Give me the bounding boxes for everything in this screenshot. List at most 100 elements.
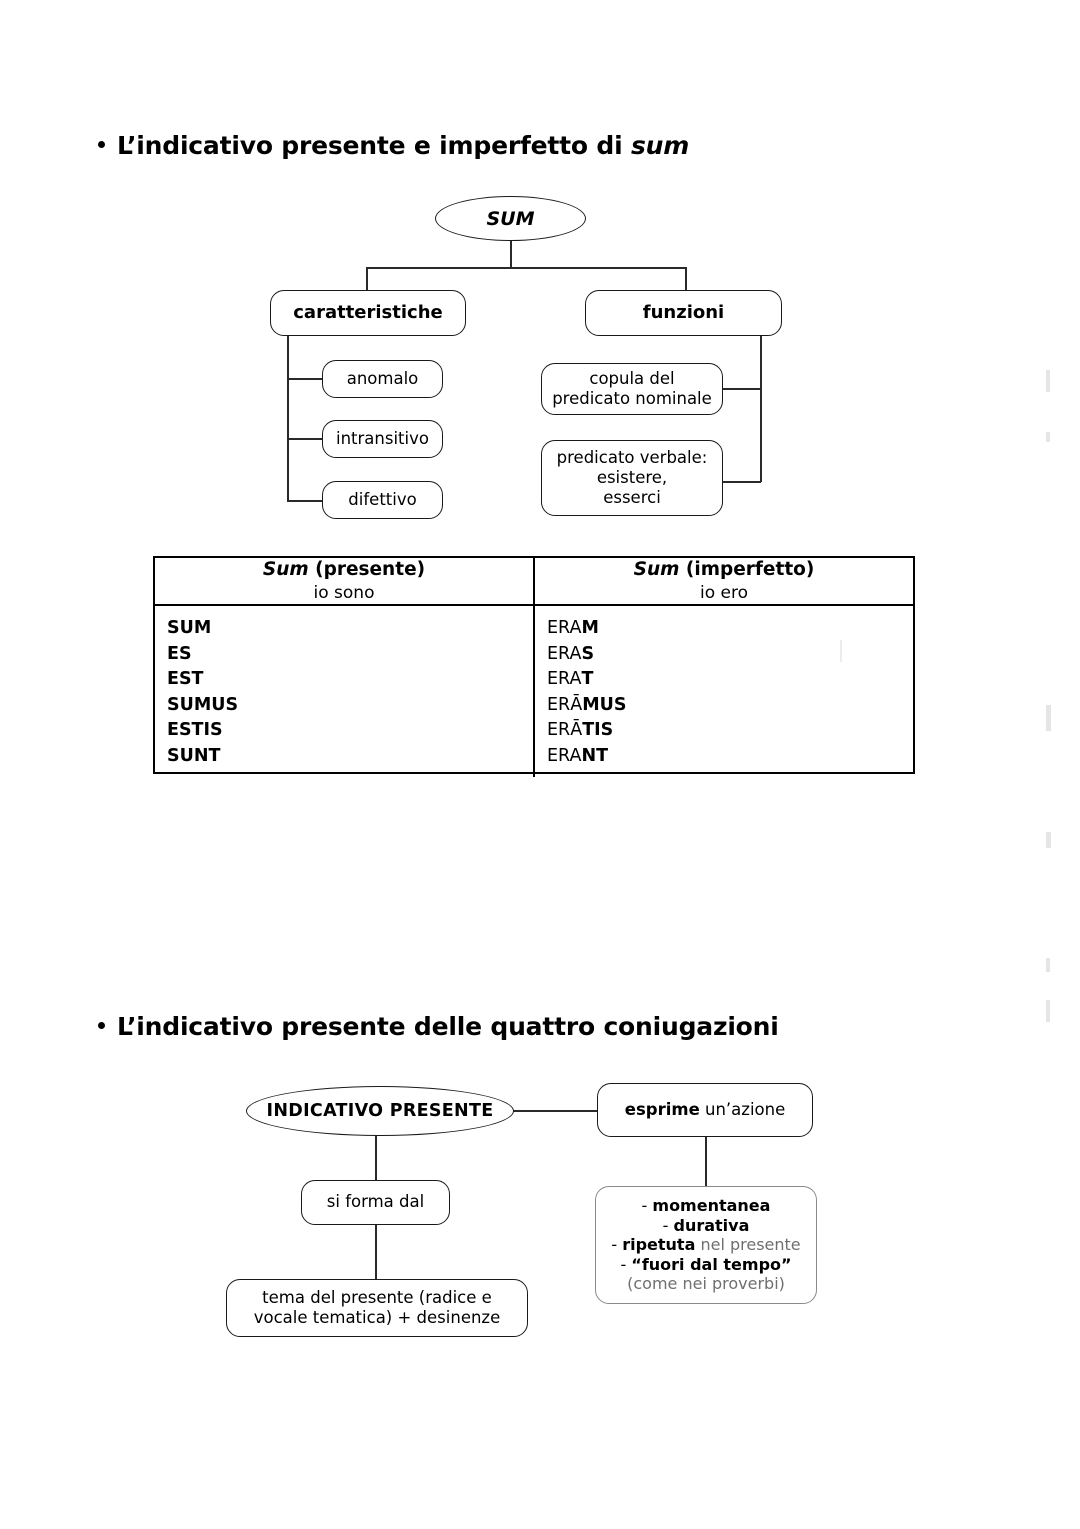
- header-imperfetto-italic: Sum: [633, 559, 680, 580]
- connector-root-to-esprime: [512, 1110, 599, 1112]
- header-presente-main: Sum (presente): [263, 558, 425, 582]
- list-bold: ripetuta: [622, 1235, 696, 1255]
- table-row: SUNT: [167, 744, 533, 770]
- connector-funzioni-trunk: [760, 334, 762, 482]
- connector-esprime-to-list: [705, 1136, 707, 1188]
- section-heading-sum-text: L’indicativo presente e imperfetto di su…: [117, 131, 689, 160]
- list-bold: “fuori dal tempo”: [631, 1254, 792, 1274]
- predverb-line1: predicato verbale:: [556, 447, 708, 467]
- form-stem: ERA: [547, 618, 582, 639]
- list-dash: -: [641, 1196, 653, 1216]
- list-dash: -: [611, 1235, 623, 1255]
- table-row: ERAT: [547, 667, 913, 693]
- node-funzioni: funzioni: [585, 290, 782, 336]
- node-tipi-azione-list: - momentanea - durativa - ripetuta nel p…: [595, 1186, 817, 1304]
- table-row: ERANT: [547, 744, 913, 770]
- table-row: ERAM: [547, 616, 913, 642]
- bullet-icon: [98, 1022, 105, 1029]
- copula-line2: predicato nominale: [552, 389, 712, 408]
- scan-artifact: [1046, 705, 1051, 731]
- connector-root-bus: [366, 267, 686, 269]
- connector-stub-difettivo: [287, 500, 324, 502]
- header-imperfetto-main: Sum (imperfetto): [634, 558, 815, 582]
- connector-stub-predicato-verbale: [722, 481, 761, 483]
- form-ending: ES: [167, 643, 192, 664]
- table-row: EST: [167, 667, 533, 693]
- table-row: ERĀMUS: [547, 693, 913, 719]
- node-intransitivo: intransitivo: [322, 420, 443, 458]
- scan-artifact: [1046, 832, 1051, 848]
- form-ending: MUS: [582, 694, 627, 715]
- predverb-line3: esserci: [603, 488, 661, 508]
- table-row: ERĀTIS: [547, 718, 913, 744]
- header-imperfetto-rest: (imperfetto): [679, 559, 815, 580]
- list-bold: momentanea: [652, 1196, 771, 1216]
- node-anomalo: anomalo: [322, 360, 443, 398]
- list-item: - “fuori dal tempo”: [620, 1255, 791, 1275]
- form-stem: ERĀ: [547, 720, 583, 741]
- form-ending: SUM: [167, 618, 212, 639]
- form-ending: S: [581, 643, 595, 664]
- table-header-cell-imperfetto: Sum (imperfetto) io ero: [535, 558, 913, 604]
- header-imperfetto-sub: io ero: [699, 583, 748, 604]
- node-si-forma-dal: si forma dal: [301, 1180, 450, 1225]
- copula-line1: copula del: [589, 368, 675, 388]
- list-item: (come nei proverbi): [627, 1274, 785, 1294]
- node-indicativo-presente-root: INDICATIVO PRESENTE: [246, 1086, 514, 1136]
- connector-stub-anomalo: [287, 378, 324, 380]
- bullet-icon: [98, 141, 105, 148]
- scan-artifact: [1046, 370, 1050, 392]
- list-rest: (come nei proverbi): [627, 1274, 785, 1294]
- table-row: SUMUS: [167, 693, 533, 719]
- connector-caratteristiche-trunk: [287, 334, 289, 502]
- predicato-verbale-text: predicato verbale:esistere,esserci: [557, 448, 708, 508]
- list-rest: nel presente: [695, 1235, 801, 1255]
- form-ending: SUNT: [167, 745, 221, 766]
- section-heading-coniugazioni-text: L’indicativo presente delle quattro coni…: [117, 1012, 779, 1041]
- form-ending: NT: [581, 745, 609, 766]
- table-row: ERAS: [547, 642, 913, 668]
- table-body-cell-imperfetto: ERAM ERAS ERAT ERĀMUS ERĀTIS ERANT: [535, 606, 913, 777]
- esprime-text: esprime un’azione: [625, 1100, 785, 1120]
- list-bold: durativa: [673, 1215, 750, 1235]
- connector-stub-intransitivo: [287, 438, 324, 440]
- node-difettivo: difettivo: [322, 481, 443, 519]
- heading-sum-prefix: L’indicativo presente e imperfetto di: [117, 131, 631, 160]
- header-presente-sub: io sono: [313, 583, 375, 604]
- list-item: - ripetuta nel presente: [611, 1235, 800, 1255]
- table-row: ES: [167, 642, 533, 668]
- list-item: - durativa: [663, 1216, 750, 1236]
- scan-artifact: [1046, 432, 1050, 442]
- list-dash: -: [620, 1254, 632, 1274]
- form-ending: ESTIS: [167, 720, 223, 741]
- form-stem: ERĀ: [547, 694, 583, 715]
- form-ending: SUMUS: [167, 694, 239, 715]
- tema-line1: tema del presente (radice e: [262, 1287, 492, 1307]
- section-heading-sum: L’indicativo presente e imperfetto di su…: [98, 131, 689, 160]
- node-predicato-verbale: predicato verbale:esistere,esserci: [541, 440, 723, 516]
- header-presente-rest: (presente): [308, 559, 426, 580]
- heading-sum-italic: sum: [630, 131, 690, 160]
- form-stem: ERA: [547, 669, 582, 690]
- form-stem: ERA: [547, 643, 582, 664]
- node-esprime-unazione: esprime un’azione: [597, 1083, 813, 1137]
- table-row: SUM: [167, 616, 533, 642]
- node-caratteristiche: caratteristiche: [270, 290, 466, 336]
- scan-artifact: [1046, 1000, 1050, 1022]
- predverb-line2: esistere,: [596, 467, 668, 487]
- scan-artifact: [840, 640, 842, 662]
- connector-stub-copula: [722, 388, 761, 390]
- node-sum-root: SUM: [435, 196, 586, 241]
- table-sum-conjugation: Sum (presente) io sono Sum (imperfetto) …: [153, 556, 915, 778]
- connector-root-to-siforma: [375, 1134, 377, 1181]
- table-header-cell-presente: Sum (presente) io sono: [155, 558, 535, 605]
- scan-artifact: [1046, 958, 1050, 972]
- esprime-rest: un’azione: [699, 1099, 786, 1119]
- table-body: SUM ES EST SUMUS ESTIS SUNT ERAM ERAS ER…: [155, 606, 913, 778]
- connector-root-stem: [510, 240, 512, 268]
- esprime-bold: esprime: [624, 1099, 700, 1119]
